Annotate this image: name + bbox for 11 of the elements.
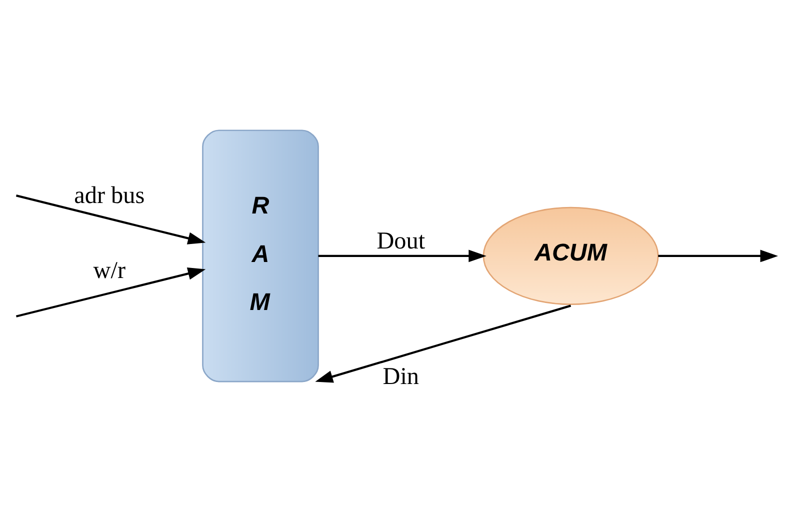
edge-label: w/r bbox=[93, 256, 126, 284]
edge-label: Din bbox=[382, 363, 419, 390]
edge-label: adr bus bbox=[74, 182, 145, 209]
arrow bbox=[16, 194, 206, 244]
arrow bbox=[16, 268, 206, 318]
arrow bbox=[658, 250, 778, 262]
arrow bbox=[318, 250, 486, 262]
node-ellipse: ACUM bbox=[482, 206, 659, 305]
node-box: R A M bbox=[202, 130, 319, 382]
edge-label: Dout bbox=[376, 227, 426, 254]
arrow bbox=[315, 304, 572, 383]
